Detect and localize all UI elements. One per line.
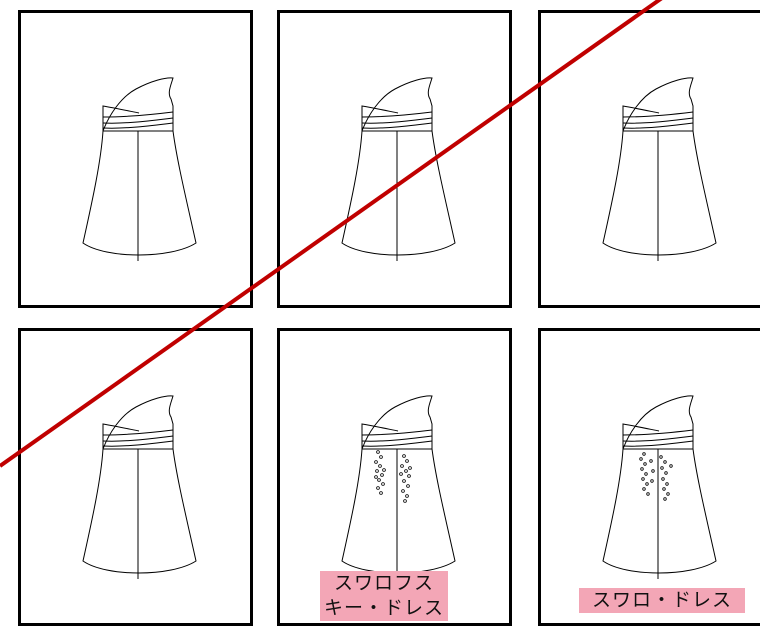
dress-caption: スワロ・ドレス [579,588,745,613]
dress-illustration [341,77,456,261]
dress-illustration [82,77,197,261]
dress-illustration [82,395,197,579]
dress-panel-top-right [538,10,760,308]
dress-panel-top-middle [277,10,512,308]
caption-line-1: スワロフス [333,572,434,594]
rhinestone-cluster [374,450,412,503]
caption-line-2: キー・ドレス [324,597,445,619]
rhinestone-cluster [639,452,673,501]
dress-panel-bottom-middle: スワロフス キー・ドレス [277,328,512,626]
dress-panel-bottom-left [18,328,253,626]
dress-panel-top-left [18,10,253,308]
dress-panel-bottom-right: スワロ・ドレス [538,328,760,626]
dress-caption: スワロフス キー・ドレス [320,571,448,621]
dress-illustration [602,77,717,261]
dress-illustration-swarovski [602,395,717,579]
caption-line: スワロ・ドレス [591,589,732,611]
